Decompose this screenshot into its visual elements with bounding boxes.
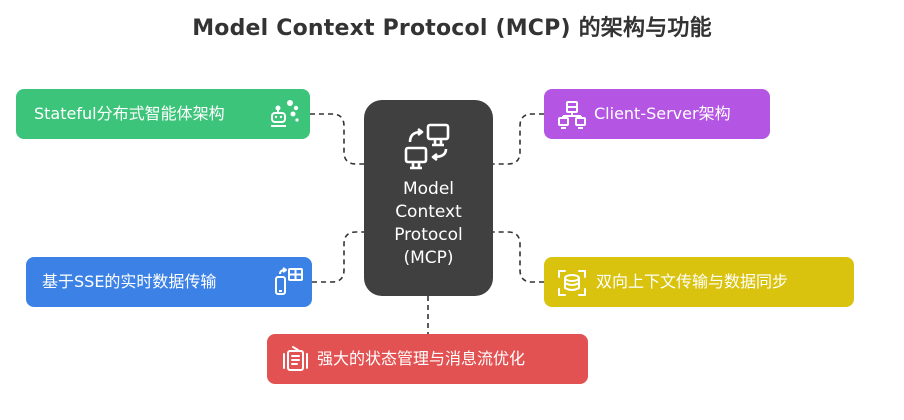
node-sse-realtime-transfer: 基于SSE的实时数据传输: [26, 257, 312, 307]
node-label: Stateful分布式智能体架构: [34, 104, 225, 123]
node-stateful-agent-architecture: Stateful分布式智能体架构: [16, 89, 310, 139]
node-label: 强大的状态管理与消息流优化: [317, 349, 526, 368]
message-flow-icon: [283, 346, 308, 371]
connector-bidirectional: [493, 231, 544, 283]
sync-database-icon: [558, 270, 586, 296]
node-label: 基于SSE的实时数据传输: [42, 272, 217, 291]
connector-client-server: [493, 113, 544, 165]
node-label: Client-Server架构: [594, 104, 731, 123]
node-state-management-optimization: 强大的状态管理与消息流优化: [267, 334, 588, 384]
node-label: 双向上下文传输与数据同步: [596, 272, 789, 291]
server-network-icon: [558, 101, 586, 129]
center-line-1: Model: [402, 179, 455, 199]
mobile-data-icon: [275, 267, 303, 295]
center-line-2: Context: [395, 202, 462, 222]
network-monitors-icon: [404, 123, 450, 170]
center-label: Model Context Protocol (MCP): [364, 178, 493, 270]
node-bidirectional-context-sync: 双向上下文传输与数据同步: [544, 257, 854, 307]
node-client-server-architecture: Client-Server架构: [544, 89, 770, 139]
robot-icon: [271, 100, 299, 127]
center-line-4: (MCP): [403, 248, 454, 268]
mcp-center-node: Model Context Protocol (MCP): [364, 100, 493, 296]
diagram-title: Model Context Protocol (MCP) 的架构与功能: [192, 16, 712, 41]
center-line-3: Protocol: [394, 225, 463, 245]
connector-stateful: [310, 113, 364, 165]
connector-sse: [312, 231, 364, 283]
